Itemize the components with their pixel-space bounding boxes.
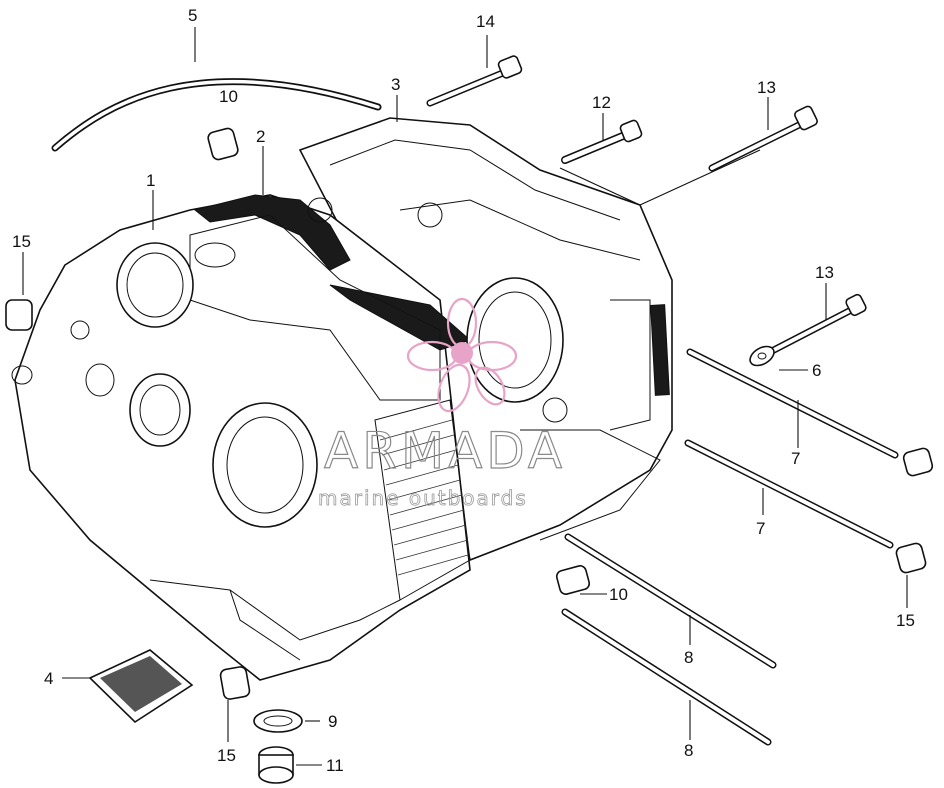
callout-15-bottom: 15 bbox=[217, 746, 236, 765]
bolt-13-upper bbox=[708, 105, 818, 172]
callout-14: 14 bbox=[476, 12, 495, 31]
callout-12: 12 bbox=[592, 93, 611, 112]
callout-labels: 5 14 3 10 12 13 2 1 15 13 6 7 7 10 15 8 … bbox=[12, 6, 915, 775]
watermark-tagline: marine outboards bbox=[318, 486, 528, 510]
callout-9: 9 bbox=[328, 712, 337, 731]
callout-1: 1 bbox=[146, 171, 155, 190]
callout-6: 6 bbox=[812, 361, 821, 380]
o-ring bbox=[253, 709, 303, 733]
stud-7-upper bbox=[686, 348, 899, 459]
callout-4: 4 bbox=[44, 669, 53, 688]
bolt-12 bbox=[561, 119, 643, 164]
callout-3: 3 bbox=[391, 75, 400, 94]
crankcase-assembly bbox=[11, 117, 673, 681]
stud-8-upper bbox=[564, 533, 777, 669]
callout-10-top: 10 bbox=[219, 87, 238, 106]
callout-5: 5 bbox=[188, 6, 197, 25]
bolt-13-lower bbox=[749, 293, 867, 367]
flower-logo-icon bbox=[406, 297, 518, 413]
watermark: ARMADA marine outboards bbox=[318, 297, 566, 510]
callout-11: 11 bbox=[326, 756, 344, 775]
callout-7-lower: 7 bbox=[756, 519, 765, 538]
callout-8-upper: 8 bbox=[684, 648, 693, 667]
callout-2: 2 bbox=[256, 127, 265, 146]
drain-plug bbox=[258, 746, 294, 784]
callout-8-lower: 8 bbox=[684, 741, 693, 760]
callout-7-upper: 7 bbox=[791, 449, 800, 468]
callout-13-top: 13 bbox=[757, 78, 776, 97]
callout-10-right: 10 bbox=[609, 585, 628, 604]
leader-lines bbox=[22, 27, 908, 766]
callout-15-right: 15 bbox=[896, 611, 915, 630]
watermark-brand: ARMADA bbox=[324, 422, 566, 480]
dowel-pins bbox=[5, 127, 934, 700]
bolt-14 bbox=[426, 55, 523, 107]
oil-screen bbox=[88, 649, 194, 724]
callout-15-left: 15 bbox=[12, 232, 31, 251]
stud-7-lower bbox=[684, 439, 894, 549]
stud-8-lower bbox=[561, 608, 772, 746]
callout-13-right: 13 bbox=[815, 263, 834, 282]
